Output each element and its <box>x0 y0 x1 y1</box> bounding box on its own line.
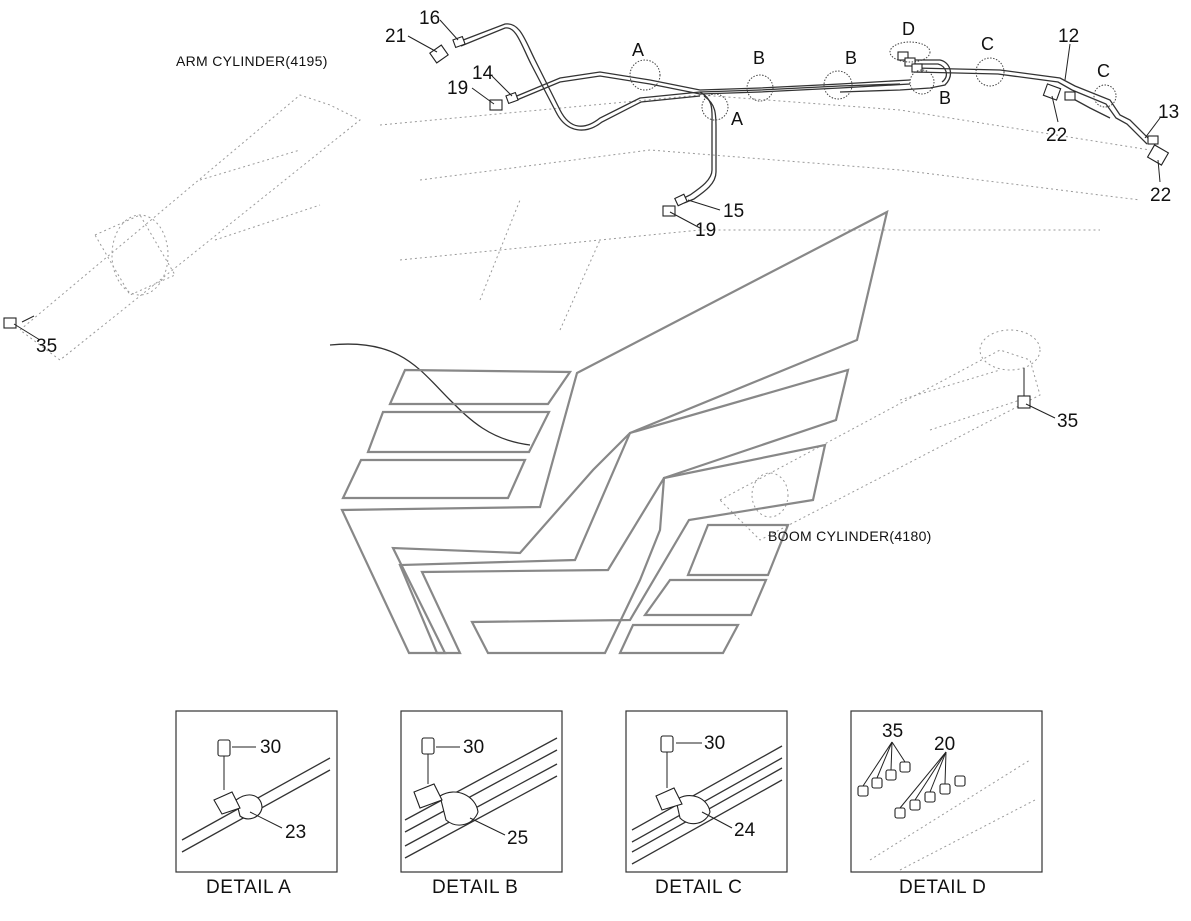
leader-lines <box>13 19 1161 419</box>
watermark-logo <box>340 209 889 655</box>
callout-12: 12 <box>1058 26 1079 47</box>
detail-marker-d: D <box>902 19 915 39</box>
hose-curve <box>329 343 531 446</box>
detail-marker-b-1: B <box>753 48 765 68</box>
detail-a-panel <box>175 710 338 873</box>
detail-marker-a-1: A <box>632 40 644 60</box>
callout-22-right: 22 <box>1150 185 1171 206</box>
detail-marker-c-2: C <box>1097 61 1110 81</box>
pipe-assembly <box>457 23 1151 204</box>
detail-c-caption: DETAIL C <box>655 877 742 898</box>
boom-cylinder-ghost <box>719 329 1041 541</box>
arm-cylinder-title: ARM CYLINDER(4195) <box>176 53 328 69</box>
detail-marker-b-3: B <box>939 88 951 108</box>
detail-d-callout-35: 35 <box>882 721 903 742</box>
callout-21: 21 <box>385 26 406 47</box>
detail-marker-a-2: A <box>731 109 743 129</box>
callout-15: 15 <box>723 201 744 222</box>
detail-location-circles <box>629 41 1117 121</box>
detail-b-caption: DETAIL B <box>432 877 518 898</box>
callout-22-left: 22 <box>1046 125 1067 146</box>
callout-35-right: 35 <box>1057 411 1078 432</box>
detail-marker-b-2: B <box>845 48 857 68</box>
detail-d-caption: DETAIL D <box>899 877 986 898</box>
detail-a-clamp-callout: 23 <box>285 822 306 843</box>
detail-c-panel <box>625 710 788 873</box>
detail-c-clamp-callout: 24 <box>734 820 756 841</box>
detail-b-clamp-callout: 25 <box>507 828 528 849</box>
callout-16: 16 <box>419 8 440 29</box>
callout-13: 13 <box>1158 102 1179 123</box>
callout-14: 14 <box>472 63 494 84</box>
detail-c-bolt-callout: 30 <box>704 733 725 754</box>
boom-cylinder-title: BOOM CYLINDER(4180) <box>768 528 932 544</box>
detail-a-caption: DETAIL A <box>206 877 291 898</box>
detail-a-bolt-callout: 30 <box>260 737 281 758</box>
detail-b-panel <box>400 710 563 873</box>
callout-35-left: 35 <box>36 336 57 357</box>
detail-b-bolt-callout: 30 <box>463 737 484 758</box>
excavator-arm-ghost <box>19 94 1151 361</box>
detail-marker-c-1: C <box>981 34 994 54</box>
detail-d-panel <box>850 710 1043 873</box>
callout-19-lower: 19 <box>695 220 716 241</box>
detail-d-callout-20: 20 <box>934 734 955 755</box>
callout-19-upper: 19 <box>447 78 468 99</box>
fittings <box>3 35 1170 409</box>
